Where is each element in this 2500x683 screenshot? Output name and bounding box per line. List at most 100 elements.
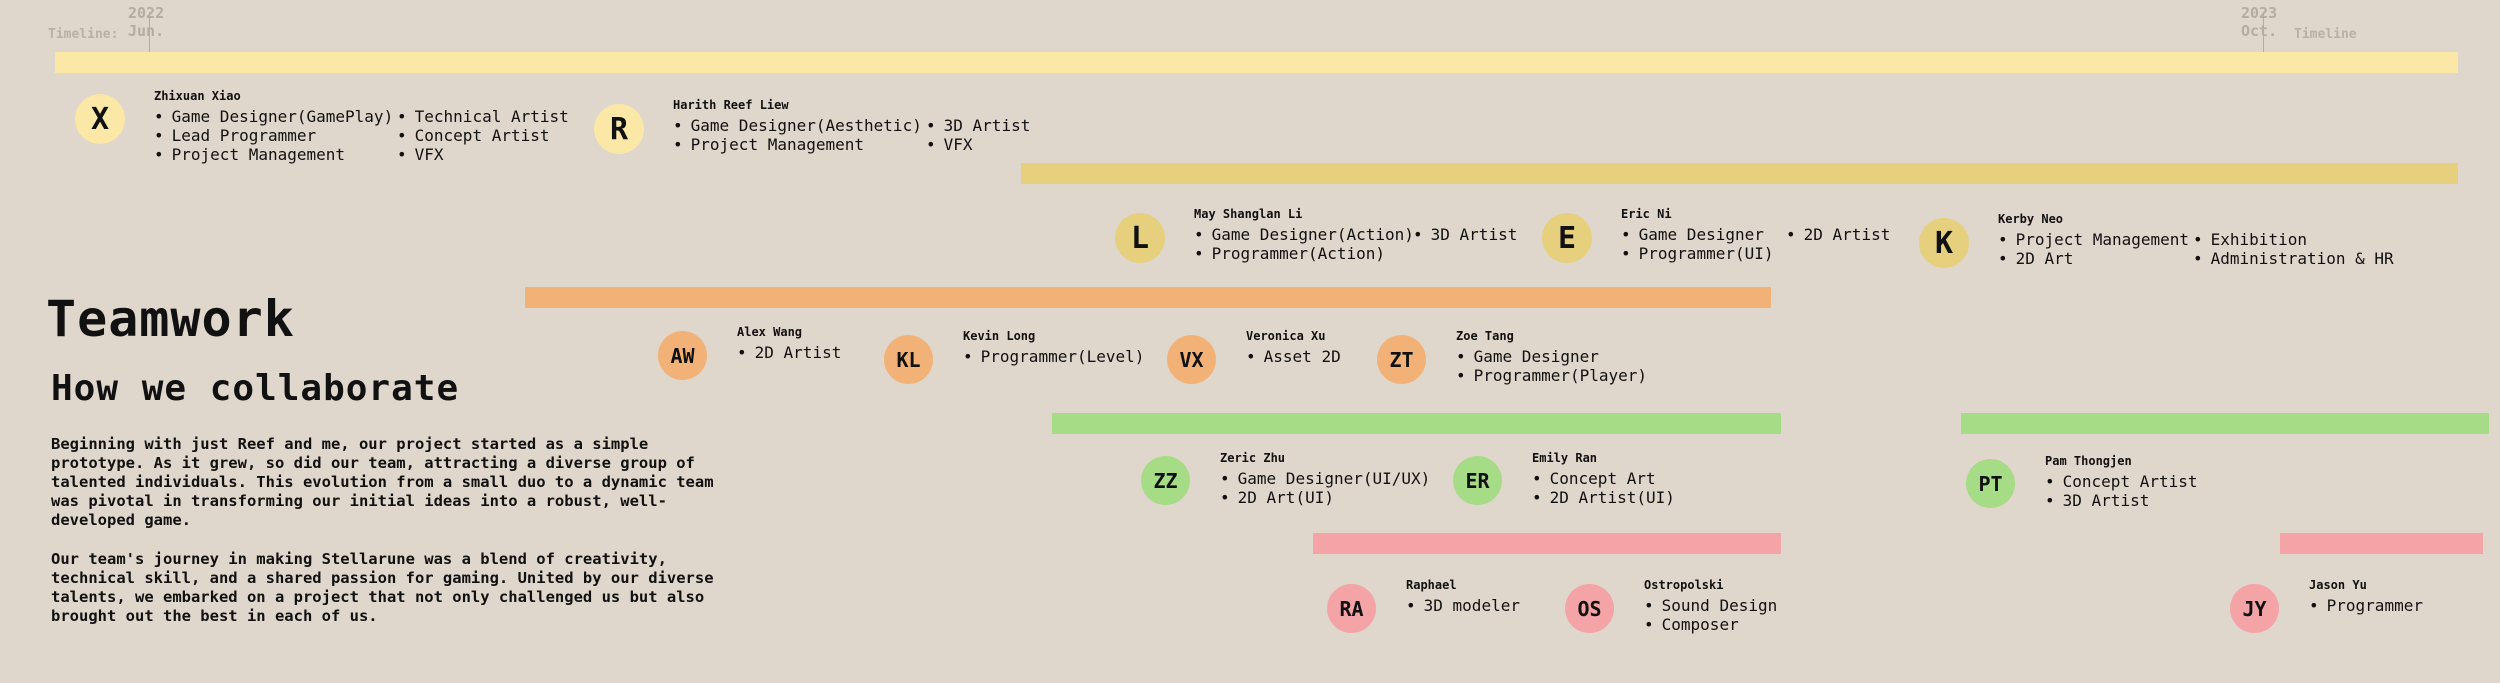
member-roles-may-2: 3D Artist [1413, 225, 1518, 244]
role-item: Concept Artist [2045, 472, 2198, 491]
role-item: Exhibition [2193, 230, 2394, 249]
timeline-end-month: Oct. [2241, 22, 2278, 40]
role-item: Game Designer(Action) [1194, 225, 1414, 244]
timeline-end-label: Timeline [2294, 27, 2357, 42]
role-item: Game Designer [1456, 347, 1647, 366]
role-item: VFX [926, 135, 1030, 154]
member-name-pam: Pam Thongjen [2045, 454, 2132, 468]
role-item: Concept Artist [397, 126, 569, 145]
avatar-ostropolski: OS [1565, 584, 1614, 633]
role-item: Project Management [154, 145, 393, 164]
member-name-emily: Emily Ran [1532, 451, 1598, 465]
member-name-kevin: Kevin Long [963, 329, 1036, 343]
timeline-end-year: 2023 [2241, 4, 2278, 22]
member-name-raphael: Raphael [1406, 578, 1457, 592]
member-name-alex: Alex Wang [737, 325, 803, 339]
member-roles-harith: Game Designer(Aesthetic) Project Managem… [673, 116, 922, 154]
member-name-jason: Jason Yu [2309, 578, 2367, 592]
member-roles-zhixuan: Game Designer(GamePlay) Lead Programmer … [154, 107, 394, 164]
intro-paragraph: Beginning with just Reef and me, our pro… [51, 435, 714, 529]
role-item: VFX [397, 145, 569, 164]
role-item: Concept Art [1532, 469, 1675, 488]
avatar-alex: AW [658, 331, 707, 380]
member-roles-eric: Game Designer Programmer(UI) [1621, 225, 1774, 263]
journey-paragraph: Our team's journey in making Stellarune … [51, 550, 714, 625]
avatar-kerby: K [1919, 218, 1969, 268]
avatar-pam: PT [1966, 459, 2015, 508]
role-item: Game Designer(UI/UX) [1220, 469, 1431, 488]
member-name-may: May Shanglan Li [1194, 207, 1303, 221]
role-item: 2D Artist(UI) [1532, 488, 1675, 507]
member-name-ostropolski: Ostropolski [1644, 578, 1724, 592]
role-item: 3D Artist [2045, 491, 2198, 510]
avatar-kevin: KL [884, 335, 933, 384]
timeline-start-label: Timeline: [48, 27, 119, 42]
avatar-eric: E [1542, 213, 1592, 263]
role-item: 2D Artist [1786, 225, 1891, 244]
avatar-veronica: VX [1167, 335, 1216, 384]
avatar-harith: R [594, 104, 644, 154]
avatar-zeric: ZZ [1141, 456, 1190, 505]
timeline-end-marker [2263, 12, 2264, 56]
timeline-start-month: Jun. [128, 22, 165, 40]
role-item: 2D Art [1998, 249, 2189, 268]
role-item: Programmer(Player) [1456, 366, 1647, 385]
member-roles-pam: Concept Artist 3D Artist [2045, 472, 2198, 510]
role-item: Project Management [673, 135, 922, 154]
page-subtitle: How we collaborate [51, 368, 460, 409]
page-title: Teamwork [46, 290, 295, 348]
timeline-bar-pink-2 [2280, 533, 2483, 554]
role-item: 2D Artist [737, 343, 842, 362]
role-item: Asset 2D [1246, 347, 1341, 366]
avatar-jason: JY [2230, 584, 2279, 633]
role-item: Game Designer(Aesthetic) [673, 116, 922, 135]
member-name-eric: Eric Ni [1621, 207, 1672, 221]
avatar-zoe: ZT [1377, 335, 1426, 384]
avatar-may: L [1115, 213, 1165, 263]
member-roles-kerby-2: Exhibition Administration & HR [2193, 230, 2394, 268]
member-name-zhixuan: Zhixuan Xiao [154, 89, 241, 103]
avatar-raphael: RA [1327, 584, 1376, 633]
role-item: Sound Design [1644, 596, 1778, 615]
role-item: 3D Artist [1413, 225, 1518, 244]
member-roles-alex: 2D Artist [737, 343, 842, 362]
role-item: Administration & HR [2193, 249, 2394, 268]
member-roles-jason: Programmer [2309, 596, 2423, 615]
role-item: 3D modeler [1406, 596, 1520, 615]
role-item: Programmer(Action) [1194, 244, 1414, 263]
timeline-bar-yellow [1021, 163, 2458, 184]
timeline-start-marker [149, 12, 150, 56]
member-roles-may: Game Designer(Action) Programmer(Action) [1194, 225, 1414, 263]
member-roles-ostropolski: Sound Design Composer [1644, 596, 1778, 634]
timeline-bar-green-2 [1961, 413, 2489, 434]
member-name-zoe: Zoe Tang [1456, 329, 1514, 343]
member-roles-zeric: Game Designer(UI/UX) 2D Art(UI) [1220, 469, 1431, 507]
role-item: Lead Programmer [154, 126, 393, 145]
avatar-emily: ER [1453, 456, 1502, 505]
member-roles-kevin: Programmer(Level) [963, 347, 1145, 366]
role-item: Game Designer [1621, 225, 1774, 244]
timeline-bar-green-1 [1052, 413, 1781, 434]
timeline-bar-orange [525, 287, 1771, 308]
member-roles-veronica: Asset 2D [1246, 347, 1341, 366]
role-item: Composer [1644, 615, 1777, 634]
avatar-zhixuan: X [75, 94, 125, 144]
role-item: Technical Artist [397, 107, 569, 126]
role-item: Programmer(UI) [1621, 244, 1774, 263]
role-item: Programmer(Level) [963, 347, 1145, 366]
member-roles-raphael: 3D modeler [1406, 596, 1520, 615]
member-name-harith: Harith Reef Liew [673, 98, 789, 112]
member-name-zeric: Zeric Zhu [1220, 451, 1286, 465]
member-roles-zhixuan-2: Technical Artist Concept Artist VFX [397, 107, 569, 164]
role-item: Game Designer(GamePlay) [154, 107, 394, 126]
role-item: Project Management [1998, 230, 2189, 249]
member-name-kerby: Kerby Neo [1998, 212, 2064, 226]
member-roles-eric-2: 2D Artist [1786, 225, 1891, 244]
member-roles-harith-2: 3D Artist VFX [926, 116, 1031, 154]
timeline-start-year: 2022 [128, 4, 165, 22]
member-name-veronica: Veronica Xu [1246, 329, 1326, 343]
member-roles-kerby: Project Management 2D Art [1998, 230, 2189, 268]
timeline-bar-core [55, 52, 2458, 73]
member-roles-zoe: Game Designer Programmer(Player) [1456, 347, 1647, 385]
timeline-bar-pink-1 [1313, 533, 1781, 554]
